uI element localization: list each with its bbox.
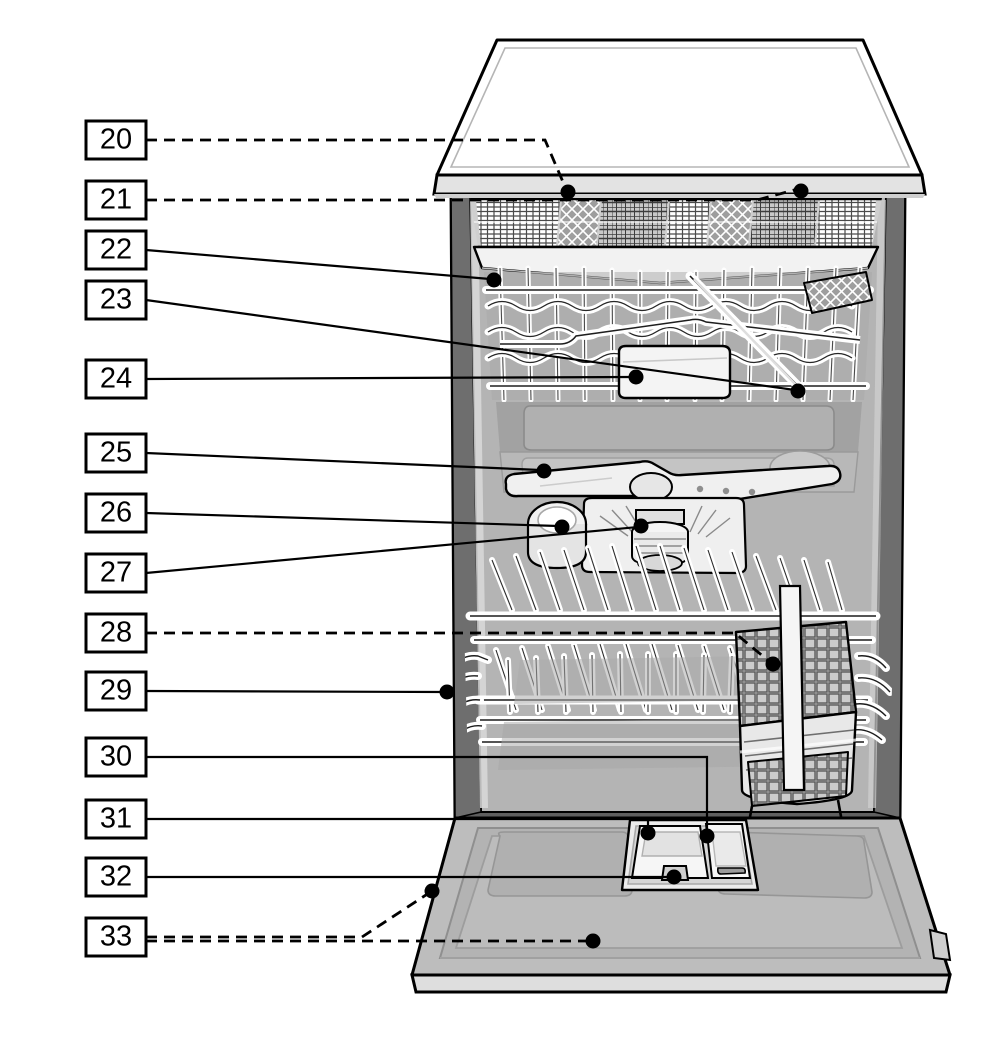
callout-26: 26 — [84, 492, 570, 535]
callout-30: 30 — [84, 736, 715, 844]
callout-number-26: 26 — [100, 497, 132, 529]
callout-number-21: 21 — [100, 184, 132, 216]
leader-dot-31 — [640, 825, 656, 841]
leader-dot-26 — [554, 519, 570, 535]
leader-line-27 — [145, 525, 639, 575]
callout-23: 23 — [84, 279, 806, 399]
callout-22: 22 — [84, 229, 502, 288]
callout-number-33: 33 — [100, 921, 132, 953]
callout-number-31: 31 — [100, 803, 132, 835]
leader-line-29 — [145, 689, 444, 694]
leader-line-22 — [145, 248, 491, 281]
callout-number-27: 27 — [100, 557, 132, 589]
callout-21: 21 — [84, 179, 809, 221]
callout-box-33[interactable] — [84, 916, 148, 958]
callout-box-32[interactable] — [84, 856, 148, 898]
leader-dot-33b — [585, 933, 601, 949]
callout-27: 27 — [84, 518, 649, 594]
detergent-dispenser — [620, 818, 760, 892]
leader-line-30 — [146, 755, 709, 833]
leader-line-26 — [145, 511, 559, 528]
filter-assembly — [580, 496, 748, 575]
callout-number-32: 32 — [100, 861, 132, 893]
callout-box-31[interactable] — [84, 798, 148, 840]
callout-29: 29 — [84, 670, 455, 712]
leader-line-20 — [146, 138, 568, 190]
leader-dot-23 — [790, 383, 806, 399]
callout-28: 28 — [84, 612, 781, 672]
leader-dot-24 — [628, 369, 644, 385]
callout-box-30[interactable] — [84, 736, 148, 778]
leader-line-28 — [146, 631, 771, 664]
callout-box-22[interactable] — [84, 229, 148, 271]
callout-number-24: 24 — [100, 363, 132, 395]
callout-box-28[interactable] — [84, 612, 148, 654]
callout-number-23: 23 — [100, 284, 132, 316]
leader-line-25 — [145, 451, 541, 472]
cutlery-drawer — [470, 198, 882, 247]
cutlery-basket — [734, 584, 858, 829]
callout-box-23[interactable] — [84, 279, 148, 321]
callout-box-29[interactable] — [84, 670, 148, 712]
callout-box-25[interactable] — [84, 432, 148, 474]
callout-number-20: 20 — [100, 124, 132, 156]
callout-33b — [146, 933, 601, 949]
leader-dot-22 — [486, 272, 502, 288]
callout-20: 20 — [84, 119, 576, 200]
leader-dot-25 — [536, 463, 552, 479]
worktop — [432, 38, 927, 198]
callout-31: 31 — [84, 798, 656, 841]
callout-box-26[interactable] — [84, 492, 148, 534]
lower-spray-arm — [504, 460, 842, 510]
leader-dot-27 — [633, 518, 649, 534]
callout-25: 25 — [84, 432, 552, 479]
callout-box-21[interactable] — [84, 179, 148, 221]
leader-dot-30 — [699, 828, 715, 844]
callout-layer: 20 21 22 23 24 25 26 27 28 29 30 31 32 33 — [84, 119, 809, 958]
leader-dot-29 — [439, 684, 455, 700]
callout-24: 24 — [84, 358, 644, 400]
upper-basket-folding-tine — [685, 271, 805, 393]
leader-dot-21 — [793, 183, 809, 199]
callout-33: 33 — [84, 883, 440, 958]
callout-number-22: 22 — [100, 234, 132, 266]
leader-dot-32 — [666, 869, 682, 885]
leader-line-33 — [146, 889, 433, 939]
leader-line-24 — [145, 375, 633, 381]
leader-dot-33 — [424, 883, 440, 899]
callout-number-25: 25 — [100, 437, 132, 469]
callout-box-24[interactable] — [84, 358, 148, 400]
callout-box-20[interactable] — [84, 119, 148, 161]
callout-box-27[interactable] — [84, 552, 148, 594]
callout-32: 32 — [84, 856, 682, 898]
callout-number-28: 28 — [100, 617, 132, 649]
leader-line-23 — [145, 298, 796, 392]
leader-dot-20 — [560, 184, 576, 200]
leader-dot-28 — [765, 656, 781, 672]
callout-number-30: 30 — [100, 741, 132, 773]
callout-number-29: 29 — [100, 675, 132, 707]
upper-basket-container — [617, 344, 732, 400]
leader-line-21 — [146, 187, 799, 202]
